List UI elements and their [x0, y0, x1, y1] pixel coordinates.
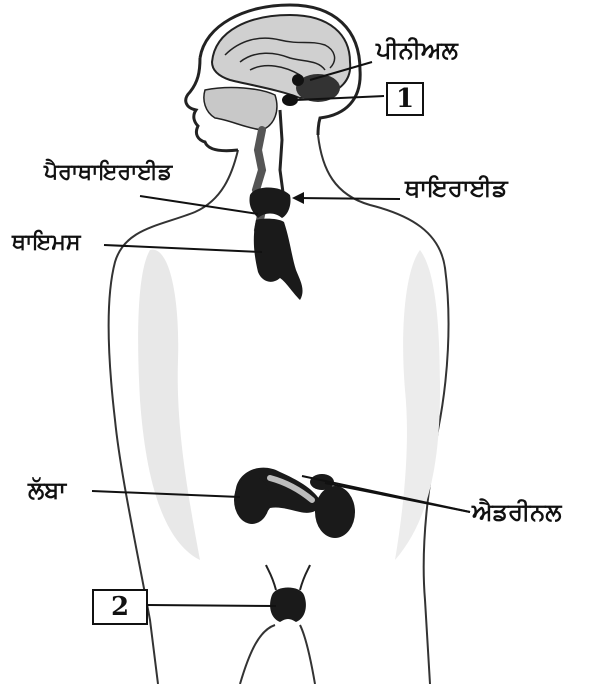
answer-box-2: 2 — [92, 589, 148, 625]
label-adrenal: ਐਡਰੀਨਲ — [472, 500, 562, 524]
pointer-thyroid — [296, 198, 400, 199]
label-pineal: ਪੀਨੀਅਲ — [376, 38, 458, 62]
spine — [280, 110, 284, 200]
oral-cavity — [204, 88, 277, 130]
label-parathyroid: ਪੈਰਾਥਾਇਰਾਈਡ — [44, 162, 172, 184]
leg-outline — [240, 625, 315, 684]
answer-box-1: 1 — [386, 82, 424, 116]
pointer-thyroid-arrowhead — [292, 192, 304, 204]
label-thyroid: ਥਾਇਰਾਈਡ — [405, 176, 508, 200]
kidney-left — [234, 476, 270, 524]
thymus-gland — [254, 219, 303, 300]
label-thymus: ਥਾਇਮਸ — [12, 232, 81, 254]
kidney-right — [315, 486, 355, 538]
pointer-parathyroid — [140, 196, 258, 214]
pineal-gland — [292, 74, 304, 86]
pointer-box2 — [148, 605, 276, 606]
torso-shading-right — [395, 250, 440, 560]
pointer-thymus — [104, 245, 262, 252]
pituitary-gland — [282, 94, 298, 106]
torso-shading — [138, 250, 200, 560]
gonads — [270, 588, 306, 623]
label-pancreas: ਲੱਬਾ — [28, 478, 66, 502]
gonad-ducts — [266, 565, 310, 590]
